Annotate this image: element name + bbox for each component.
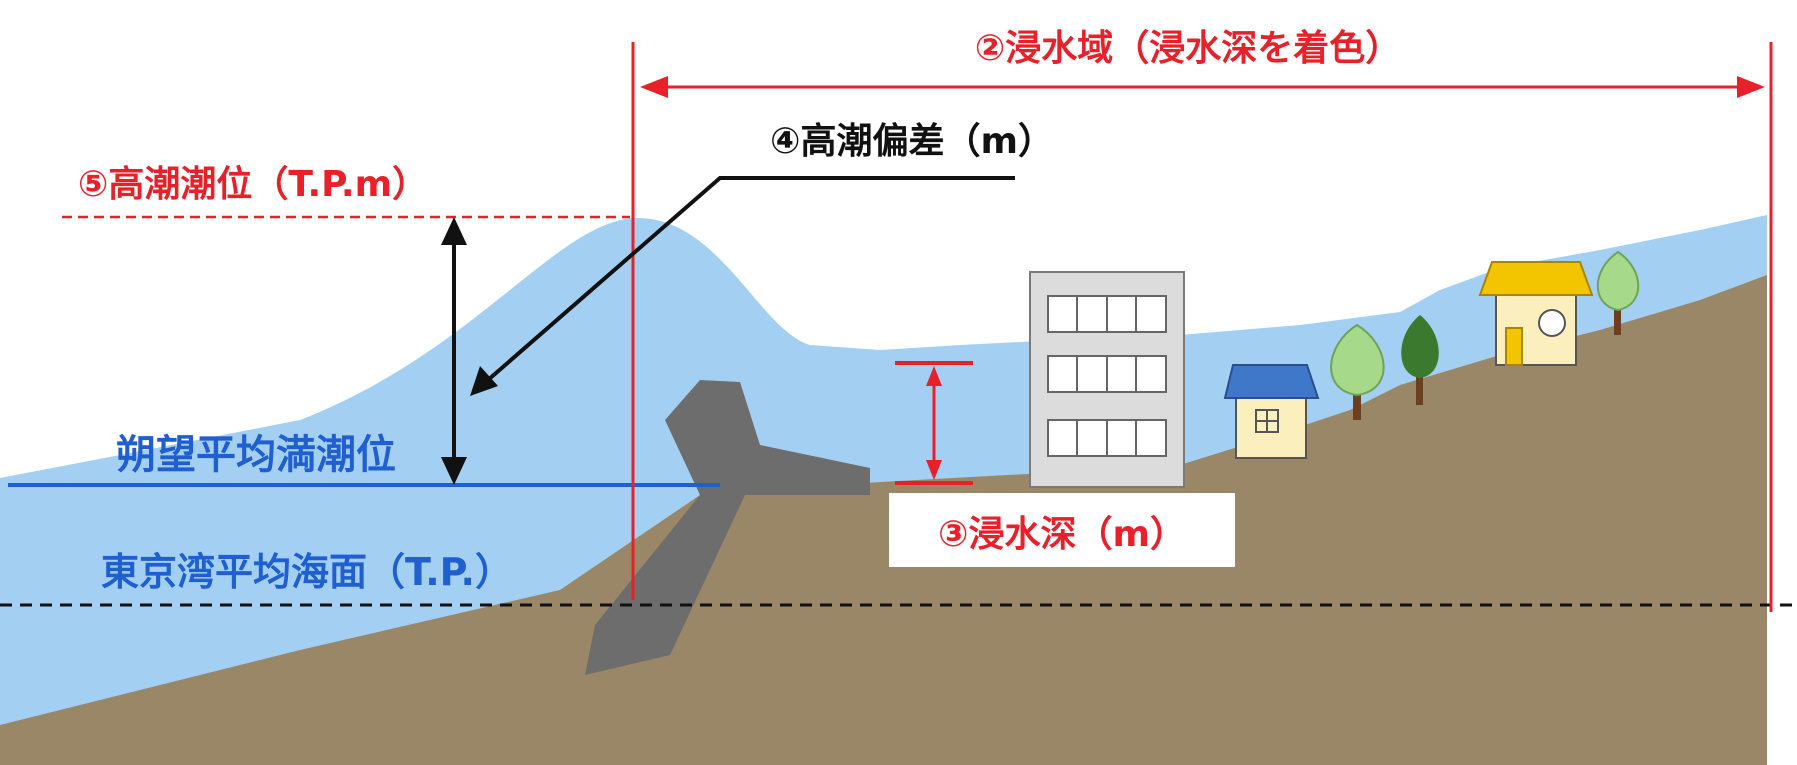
surge-deviation-leader: [470, 176, 1015, 396]
storm-surge-deviation-label: ④高潮偏差（m）: [770, 121, 1054, 162]
house-blue-roof: [1223, 364, 1320, 459]
inundation-area-label: ②浸水域（浸水深を着色）: [975, 28, 1401, 69]
inundation-depth-label: ③浸水深（m）: [938, 514, 1186, 555]
inundation-depth-label-box: [889, 493, 1235, 567]
mean-high-water-spring-label: 朔望平均満潮位: [116, 432, 396, 478]
surge-height-arrow: [441, 217, 467, 485]
high-tide-level-label: ⑤高潮潮位（T.P.m）: [78, 164, 428, 205]
tree-light-2: [1596, 250, 1640, 335]
ground: [0, 275, 1767, 765]
tree-light-1: [1330, 323, 1385, 420]
tree-dark-1: [1401, 315, 1439, 405]
tokyo-bay-mean-sea-level-label: 東京湾平均海面（T.P.）: [101, 550, 513, 594]
inundation-area-arrow: [640, 76, 1765, 98]
inundation-depth-marker: [895, 361, 973, 485]
apartment-building: [1029, 271, 1185, 488]
house-yellow-roof: [1478, 261, 1594, 366]
seawall: [585, 380, 870, 675]
